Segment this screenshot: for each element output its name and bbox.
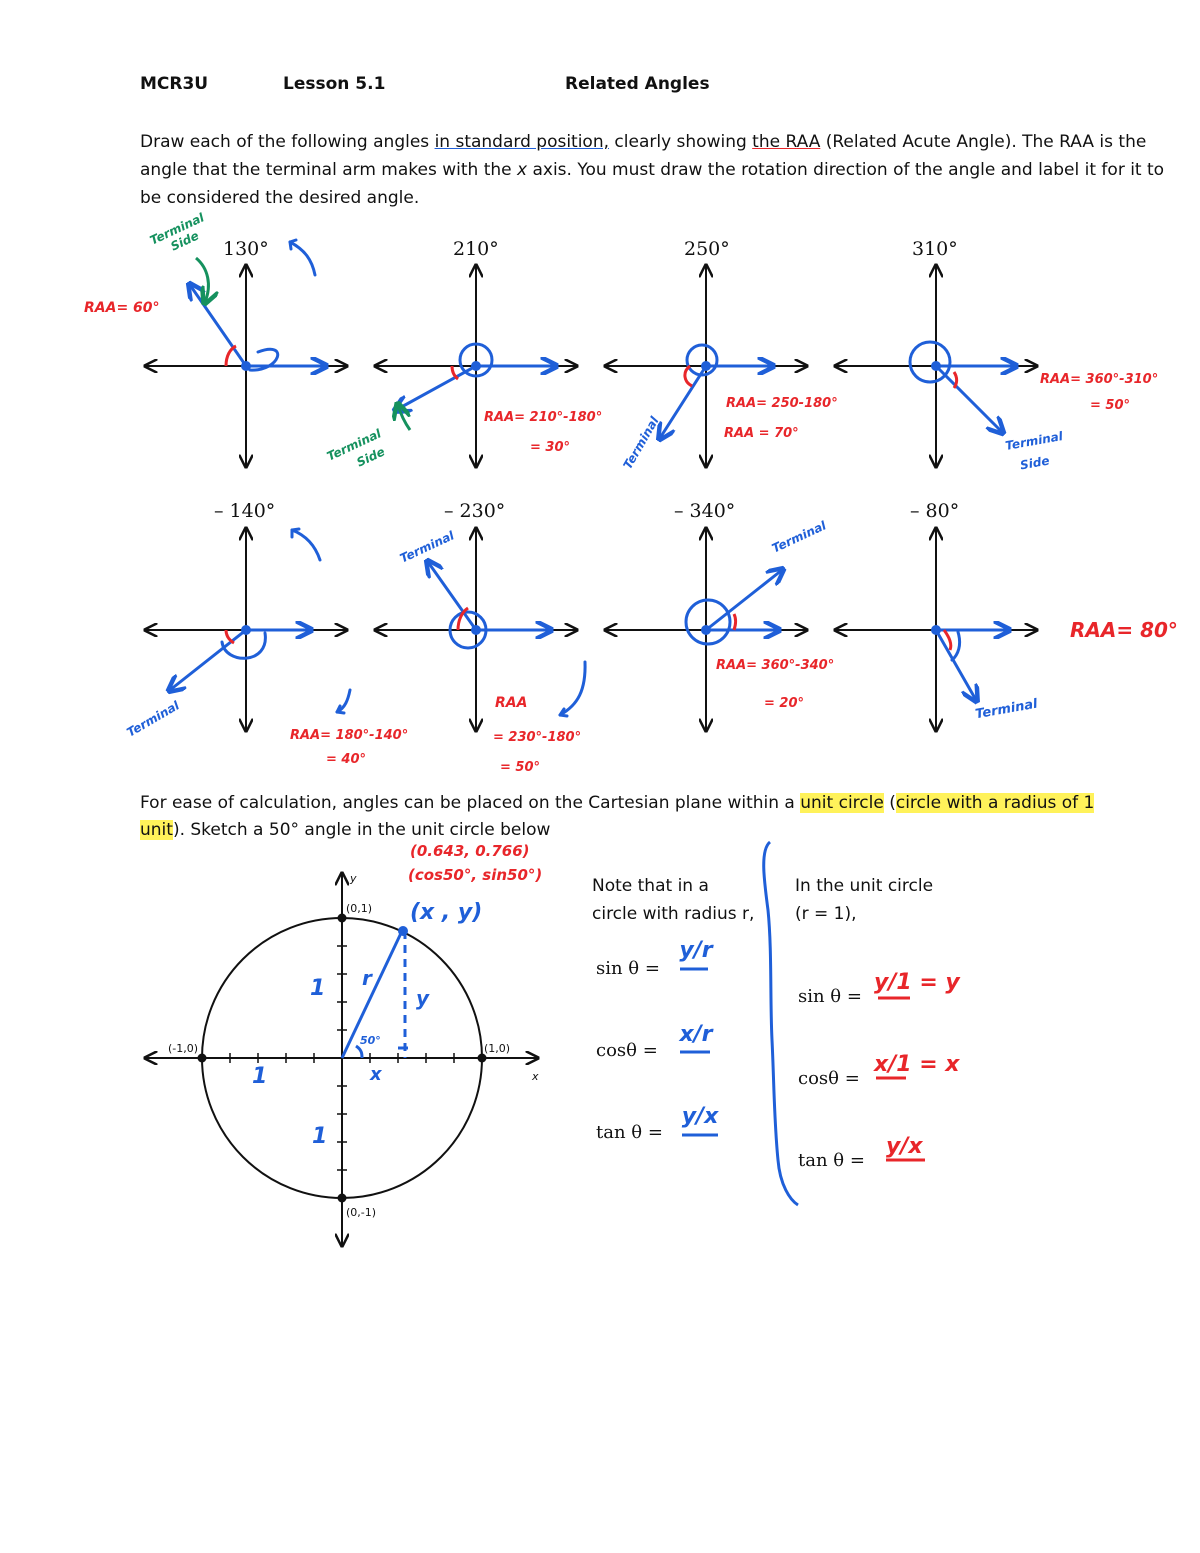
- label-left: (-1,0): [168, 1042, 199, 1055]
- underline-raa: the RAA: [752, 132, 821, 152]
- raa-neg80: RAA= 80°: [1070, 618, 1178, 642]
- cos-unit-label: cosθ =: [798, 1068, 860, 1089]
- raa-310-result: = 50°: [1090, 398, 1131, 413]
- bracket-divider: [762, 840, 799, 1207]
- angle-50-label: 50°: [360, 1034, 381, 1047]
- raa-neg230: RAA: [495, 695, 528, 711]
- note-right: In the unit circle(r = 1),: [795, 876, 934, 924]
- raa-130: RAA= 60°: [84, 300, 160, 316]
- unit-one-bottom: 1: [312, 1124, 328, 1149]
- hyp-r-label: r: [362, 966, 372, 990]
- unit-circle-graph: [145, 873, 538, 1246]
- angle-label-130: 130°: [223, 238, 269, 260]
- cos-x-over-r: x/r: [679, 1022, 713, 1047]
- underline-standard-position: in standard position,: [434, 132, 610, 152]
- angle-label-neg230: – 230°: [444, 500, 506, 522]
- tan-formula-label: tan θ =: [596, 1122, 663, 1143]
- unit-circle-intro: For ease of calculation, angles can be p…: [140, 793, 1095, 840]
- adj-x-label: x: [370, 1064, 382, 1085]
- tan-unit-label: tan θ =: [798, 1150, 865, 1171]
- angle-label-210: 210°: [453, 238, 499, 260]
- unit-one-top: 1: [310, 976, 326, 1001]
- page-title: Related Angles: [565, 74, 710, 94]
- raa-neg140: RAA= 180°-140°: [290, 728, 409, 743]
- raa-neg340-result: = 20°: [764, 696, 805, 711]
- angle-label-neg80: – 80°: [910, 500, 960, 522]
- label-bottom: (0,-1): [346, 1206, 377, 1219]
- raa-neg230-calc: = 230°-180°: [493, 730, 582, 745]
- intro-paragraph: Draw each of the following angles in sta…: [140, 132, 1165, 208]
- tan-unit-result: y/x: [886, 1134, 923, 1159]
- angle-label-neg340: – 340°: [674, 500, 736, 522]
- raa-250: RAA= 250-180°: [726, 396, 838, 411]
- raa-310: RAA= 360°-310°: [1040, 372, 1159, 387]
- label-top: (0,1): [346, 902, 373, 915]
- coord-trig: (cos50°, sin50°): [408, 866, 543, 884]
- angle-label-310: 310°: [912, 238, 958, 260]
- axis-y-label: y: [350, 872, 357, 885]
- coord-numeric: (0.643, 0.766): [410, 842, 530, 860]
- raa-210: RAA= 210°-180°: [484, 410, 603, 425]
- lesson-number: Lesson 5.1: [283, 74, 386, 94]
- cos-formula-label: cosθ =: [596, 1040, 658, 1061]
- angle-label-250: 250°: [684, 238, 730, 260]
- raa-210-result: = 30°: [530, 440, 571, 455]
- sin-y-over-r: y/r: [679, 938, 713, 963]
- sin-unit-result: y/1 = y: [874, 970, 960, 995]
- tan-y-over-x: y/x: [681, 1104, 719, 1129]
- course-code: MCR3U: [140, 74, 209, 94]
- raa-neg340: RAA= 360°-340°: [716, 658, 835, 673]
- label-right: (1,0): [484, 1042, 511, 1055]
- raa-250-result: RAA = 70°: [724, 426, 799, 441]
- cos-unit-result: x/1 = x: [874, 1052, 960, 1077]
- sin-formula-label: sin θ =: [596, 958, 660, 979]
- opp-y-label: y: [416, 986, 430, 1010]
- unit-one-left: 1: [252, 1064, 268, 1089]
- raa-neg140-result: = 40°: [326, 752, 367, 767]
- point-xy-label: (x , y): [410, 900, 483, 925]
- angle-label-neg140: – 140°: [214, 500, 276, 522]
- highlight-unit-circle: unit circle: [800, 793, 884, 813]
- raa-neg230-result: = 50°: [500, 760, 541, 775]
- axis-x-label: x: [532, 1070, 539, 1083]
- sin-unit-label: sin θ =: [798, 986, 862, 1007]
